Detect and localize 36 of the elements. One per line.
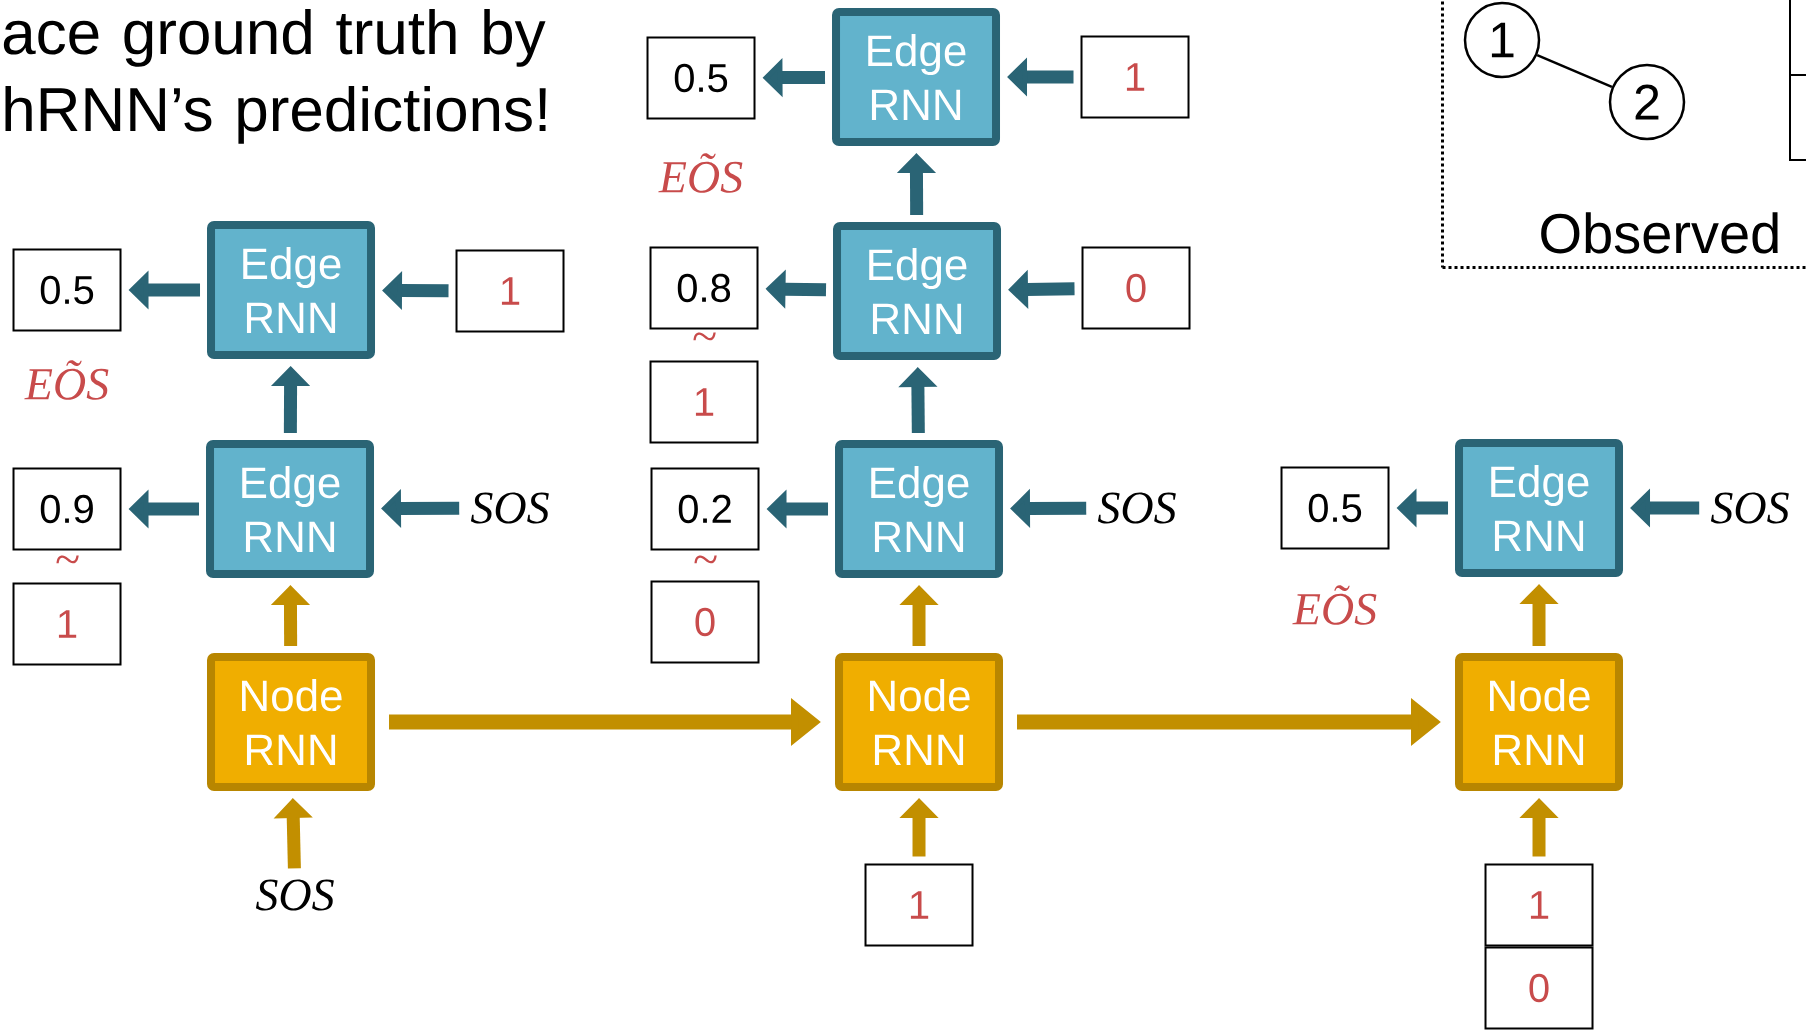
value-box: 1 (12, 582, 122, 666)
value-box: 0 (1081, 246, 1191, 330)
sampling-tilde: ~ (56, 555, 79, 564)
output-label: EÕS (1292, 585, 1377, 625)
output-label: EÕS (24, 360, 109, 400)
probability-box: 0.5 (12, 248, 122, 332)
sampling-tilde: ~ (694, 555, 717, 564)
token-label: SOS (255, 879, 334, 911)
probability-box: 0.5 (1280, 466, 1390, 550)
value-box: 1 (864, 863, 974, 947)
value-box: 1 (649, 360, 759, 444)
connector-line (1536, 53, 1613, 89)
token-label: SOS (470, 492, 549, 524)
value-box: 1 (1080, 35, 1190, 119)
probability-box: 0.2 (650, 467, 760, 551)
edge-rnn-box: Edge RNN (206, 440, 374, 578)
output-label: EÕS (658, 153, 743, 193)
node-rnn-box: Node RNN (1455, 653, 1623, 791)
edge-rnn-box: Edge RNN (833, 222, 1001, 360)
token-label: SOS (1097, 492, 1176, 524)
edge-rnn-box: Edge RNN (1455, 439, 1623, 577)
value-box: 0 (650, 580, 760, 664)
edge-rnn-box: Edge RNN (832, 8, 1000, 146)
edge-rnn-box: Edge RNN (207, 221, 375, 359)
value-box: 1 (1484, 863, 1594, 947)
sampling-tilde: ~ (693, 332, 716, 341)
probability-box: 0.8 (649, 246, 759, 330)
probability-box: 0.9 (12, 467, 122, 551)
token-label: SOS (1710, 492, 1789, 524)
value-box: 1 (455, 249, 565, 333)
edge-rnn-box: Edge RNN (835, 440, 1003, 578)
node-rnn-box: Node RNN (835, 653, 1003, 791)
value-box: 0 (1484, 946, 1594, 1030)
probability-box: 0.5 (646, 36, 756, 120)
node-rnn-box: Node RNN (207, 653, 375, 791)
title: ace ground truth by hRNN’s predictions! (3, 9, 546, 144)
